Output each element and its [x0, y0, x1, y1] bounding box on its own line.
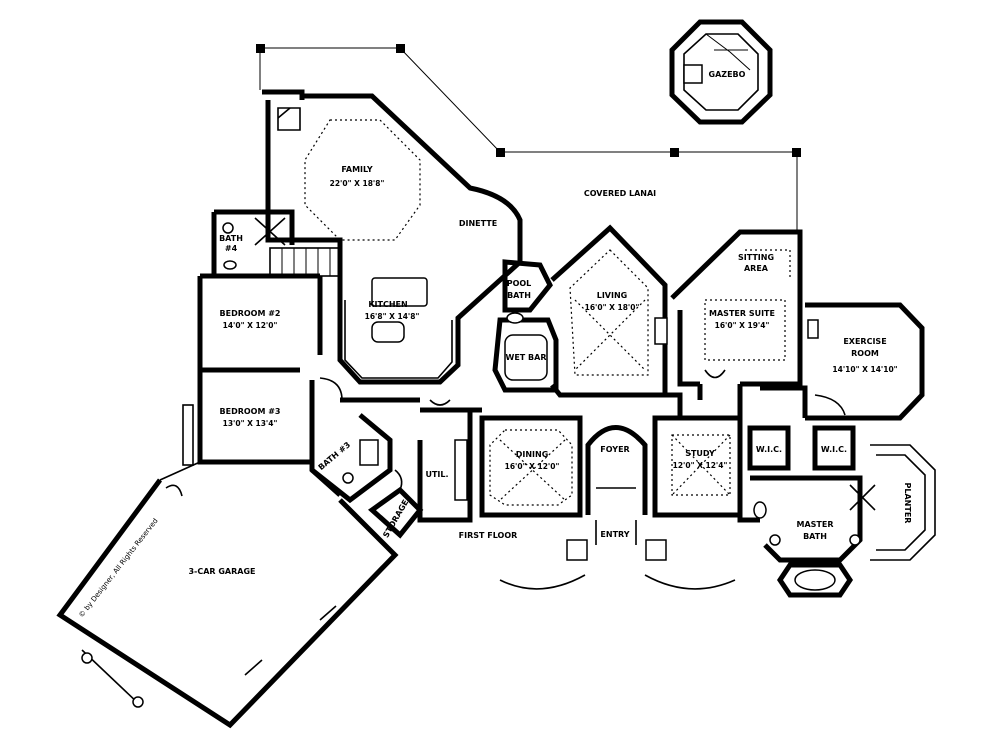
master-bath: MASTER BATH: [750, 475, 876, 598]
gazebo: GAZEBO: [669, 19, 773, 125]
room-label-kitchen: KITCHEN: [368, 300, 407, 309]
room-label-gazebo: GAZEBO: [709, 70, 746, 79]
label-first-floor: FIRST FLOOR: [459, 531, 518, 540]
room-label-wic1: W.I.C.: [756, 445, 782, 454]
room-size-study: 12'0" X 12'4": [673, 461, 728, 470]
room-label-master-suite: MASTER SUITE: [709, 309, 775, 318]
room-label-foyer: FOYER: [600, 445, 629, 454]
room-label-family: FAMILY: [341, 165, 373, 174]
room-label-bath3: BATH #3: [317, 440, 353, 472]
foyer-entry: FOYER ENTRY FIRST FLOOR: [459, 425, 736, 590]
room-label-planter: PLANTER: [903, 483, 912, 524]
dining: DINING 16'0" X 12'0": [479, 415, 583, 518]
room-label-pool-bath: POOL: [507, 279, 532, 288]
room-label-pool-bath-sub: BATH: [507, 291, 531, 300]
room-label-dining: DINING: [516, 450, 549, 459]
room-label-garage: 3-CAR GARAGE: [188, 567, 255, 576]
master-suite: SITTING AREA MASTER SUITE 16'0" X 19'4": [670, 229, 803, 387]
room-label-living: LIVING: [597, 291, 628, 300]
room-size-dining: 16'0" X 12'0": [505, 462, 560, 471]
walk-in-closets: W.I.C. W.I.C.: [747, 425, 856, 471]
bedroom-2: BEDROOM #2 14'0" X 12'0": [197, 273, 323, 373]
room-label-sitting-sub: AREA: [744, 264, 769, 273]
room-size-bedroom2: 14'0" X 12'0": [223, 321, 278, 330]
utility: UTIL.: [417, 399, 473, 523]
room-size-exercise: 14'10" X 14'10": [832, 365, 897, 374]
room-label-covered-lanai: COVERED LANAI: [584, 189, 656, 198]
room-size-master-suite: 16'0" X 19'4": [715, 321, 770, 330]
room-label-exercise: EXERCISE: [843, 337, 886, 346]
room-label-exercise-sub: ROOM: [851, 349, 879, 358]
room-label-bedroom2: BEDROOM #2: [220, 309, 281, 318]
room-label-entry: ENTRY: [600, 530, 629, 539]
room-size-kitchen: 16'8" X 14'8": [365, 312, 420, 321]
room-label-study: STUDY: [685, 449, 715, 458]
room-label-bath4-number: #4: [225, 244, 238, 253]
room-size-living: 16'0" X 18'0": [585, 303, 640, 312]
room-label-wic2: W.I.C.: [821, 445, 847, 454]
room-label-dinette: DINETTE: [459, 219, 497, 228]
room-size-family: 22'0" X 18'8": [330, 179, 385, 188]
room-label-wet-bar: WET BAR: [506, 353, 547, 362]
interior-walls: [340, 369, 846, 523]
bath-3: BATH #3: [310, 413, 393, 504]
study: STUDY 12'0" X 12'4": [652, 415, 743, 518]
room-label-master-bath: MASTER: [797, 520, 834, 529]
exercise-room: EXERCISE ROOM 14'10" X 14'10": [805, 302, 925, 421]
family-kitchen-block: FAMILY 22'0" X 18'8" DINETTE KITCHEN 16'…: [262, 89, 523, 385]
living: LIVING 16'0" X 18'0": [550, 224, 668, 398]
room-label-bath4: BATH: [219, 234, 243, 243]
room-label-sitting: SITTING: [738, 253, 774, 262]
room-label-util: UTIL.: [425, 470, 448, 479]
pool-bath-wet-bar: POOL BATH WET BAR: [492, 259, 559, 393]
covered-lanai: COVERED LANAI: [256, 44, 801, 230]
room-size-bedroom3: 13'0" X 13'4": [223, 419, 278, 428]
planter: PLANTER: [870, 444, 936, 561]
three-car-garage: 3-CAR GARAGE © by Designer, All Rights R…: [56, 461, 399, 729]
room-label-master-bath-sub: BATH: [803, 532, 827, 541]
room-label-bedroom3: BEDROOM #3: [220, 407, 281, 416]
